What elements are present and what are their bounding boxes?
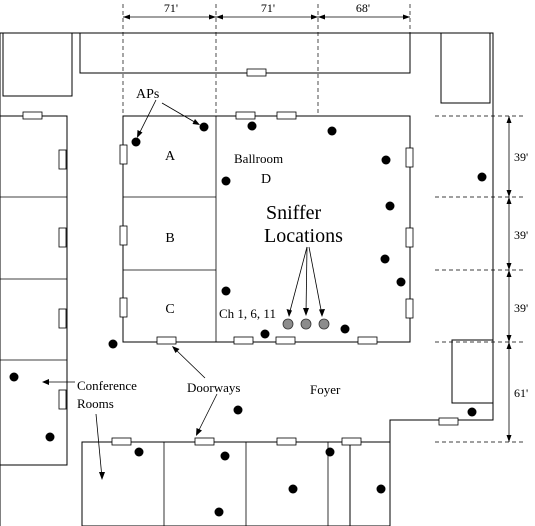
access-point (477, 172, 487, 182)
conference-label-line1: Conference (77, 378, 137, 393)
door (58, 389, 67, 410)
door (58, 227, 67, 248)
door (194, 437, 215, 446)
access-point (340, 324, 350, 334)
corner-room-top-right (440, 32, 491, 104)
door (22, 111, 43, 120)
top-dimensions: 71' 71' 68' (122, 1, 411, 116)
access-point (220, 451, 230, 461)
door (438, 417, 459, 426)
channels-label: Ch 1, 6, 11 (219, 306, 276, 321)
dimension-label-3: 68' (356, 1, 370, 15)
access-point (9, 372, 19, 382)
door (119, 225, 128, 246)
conference-rooms-bottom (81, 441, 391, 526)
doorways-label: Doorways (187, 380, 240, 395)
door (233, 336, 254, 345)
sniffers (282, 318, 330, 330)
access-point (247, 121, 257, 131)
door (58, 149, 67, 170)
door (357, 336, 378, 345)
top-hall (79, 32, 411, 74)
door (276, 437, 297, 446)
right-dimensions: 39' 39' 39' 61' (435, 115, 528, 443)
sniffer-label-line1: Sniffer (266, 202, 322, 224)
door (235, 111, 256, 120)
ballroom-label: Ballroom (234, 151, 283, 166)
door (119, 297, 128, 318)
dimension-label-2: 71' (261, 1, 275, 15)
dimension-label-6: 39' (514, 301, 528, 315)
conference-rooms-left (0, 115, 68, 466)
door (405, 147, 414, 168)
access-point (288, 484, 298, 494)
door (58, 308, 67, 329)
access-point (221, 176, 231, 186)
access-point (327, 126, 337, 136)
sniffer (300, 318, 312, 330)
door (405, 227, 414, 248)
access-point (214, 507, 224, 517)
access-point (376, 484, 386, 494)
doorways (22, 68, 459, 446)
access-point (260, 329, 270, 339)
foyer-label: Foyer (310, 382, 341, 397)
door (276, 111, 297, 120)
aps-label: APs (136, 87, 159, 102)
door (156, 336, 177, 345)
building-outline (0, 32, 494, 526)
door (405, 298, 414, 319)
access-point (233, 405, 243, 415)
access-point (45, 432, 55, 442)
dimension-label-1: 71' (164, 1, 178, 15)
labels: APs A B C Ballroom D Sniffer Locations C… (77, 87, 343, 411)
corner-room-right (451, 339, 494, 404)
access-point (467, 407, 477, 417)
conference-label-line2: Rooms (77, 396, 114, 411)
access-point (325, 447, 335, 457)
room-c-label: C (165, 302, 174, 317)
door (341, 437, 362, 446)
access-point (131, 137, 141, 147)
access-point (385, 201, 395, 211)
door (119, 144, 128, 165)
corner-room-top-left (2, 32, 73, 97)
access-points (9, 121, 487, 517)
access-point (199, 122, 209, 132)
access-point (381, 155, 391, 165)
access-point (134, 447, 144, 457)
room-b-label: B (165, 231, 174, 246)
sniffer (282, 318, 294, 330)
door (111, 437, 132, 446)
sniffer (318, 318, 330, 330)
sniffer-label-line2: Locations (264, 225, 343, 247)
door (275, 336, 296, 345)
door (246, 68, 267, 77)
dimension-label-5: 39' (514, 228, 528, 242)
access-point (108, 339, 118, 349)
access-point (380, 254, 390, 264)
dimension-label-4: 39' (514, 150, 528, 164)
room-d-label: D (261, 172, 271, 187)
dimension-label-7: 61' (514, 386, 528, 400)
room-a-label: A (165, 149, 176, 164)
access-point (221, 286, 231, 296)
access-point (396, 277, 406, 287)
annotation-arrows (42, 99, 325, 480)
